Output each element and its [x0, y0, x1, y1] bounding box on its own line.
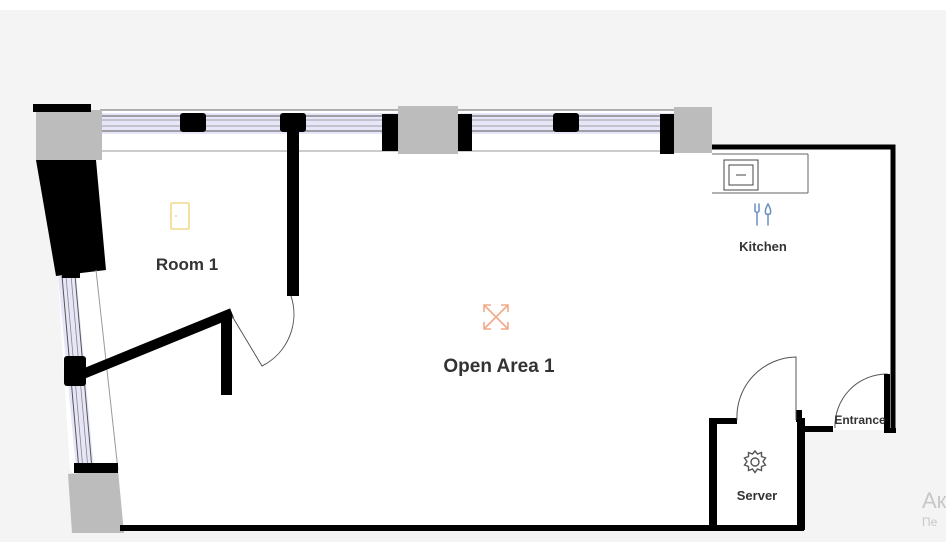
mullion: [62, 268, 80, 278]
fork-knife-icon[interactable]: [754, 202, 772, 226]
mullion: [382, 114, 398, 151]
watermark-line-1: Ак: [922, 488, 946, 513]
column-bottom-left: [68, 470, 124, 533]
wall-entrance-stub: [884, 374, 890, 430]
room-label-kitchen[interactable]: Kitchen: [739, 239, 787, 254]
mullion: [74, 463, 118, 473]
wall-server-stub: [796, 410, 802, 422]
floor-area: [36, 110, 893, 528]
wall-kitchen-top-right: [712, 144, 896, 430]
wall-server-top-left: [709, 418, 737, 424]
door-swing-entrance: [834, 373, 888, 429]
expand-arrows-icon[interactable]: [483, 304, 509, 330]
room-label-server[interactable]: Server: [737, 488, 777, 503]
mullion: [180, 113, 206, 132]
kitchen-counter: [712, 153, 809, 194]
watermark-line-2: Пе: [922, 515, 938, 529]
room-label-entrance[interactable]: Entrance: [834, 413, 886, 427]
wall-room1-stub: [221, 313, 232, 395]
wall-server-left: [709, 420, 717, 530]
column-top-left: [36, 110, 102, 160]
wall-entrance-right: [884, 428, 896, 433]
wall-server-top-right: [797, 426, 833, 432]
top-strip: [0, 0, 946, 10]
left-inner-line: [95, 269, 119, 471]
wall-left-block: [36, 160, 106, 276]
top-window-left: [100, 113, 400, 134]
gear-icon[interactable]: [743, 449, 767, 474]
door-swing-server: [736, 356, 797, 421]
room-label-open-area-1[interactable]: Open Area 1: [443, 356, 555, 377]
door-icon[interactable]: [170, 202, 190, 230]
mullion: [660, 114, 674, 154]
wall-room1-vertical: [287, 120, 299, 296]
wall-top-left-cap: [33, 104, 91, 112]
column-top-right: [674, 107, 712, 153]
room-label-room-1[interactable]: Room 1: [156, 255, 218, 274]
door-swing-room1: [231, 295, 295, 367]
mullion: [553, 113, 579, 132]
wall-server-right: [797, 418, 805, 530]
wall-bottom: [120, 525, 804, 531]
column-top-middle: [398, 106, 458, 154]
wall-room1-diagonal: [76, 308, 234, 381]
mullion: [458, 114, 472, 151]
activation-watermark: Ак Пе: [922, 488, 946, 529]
